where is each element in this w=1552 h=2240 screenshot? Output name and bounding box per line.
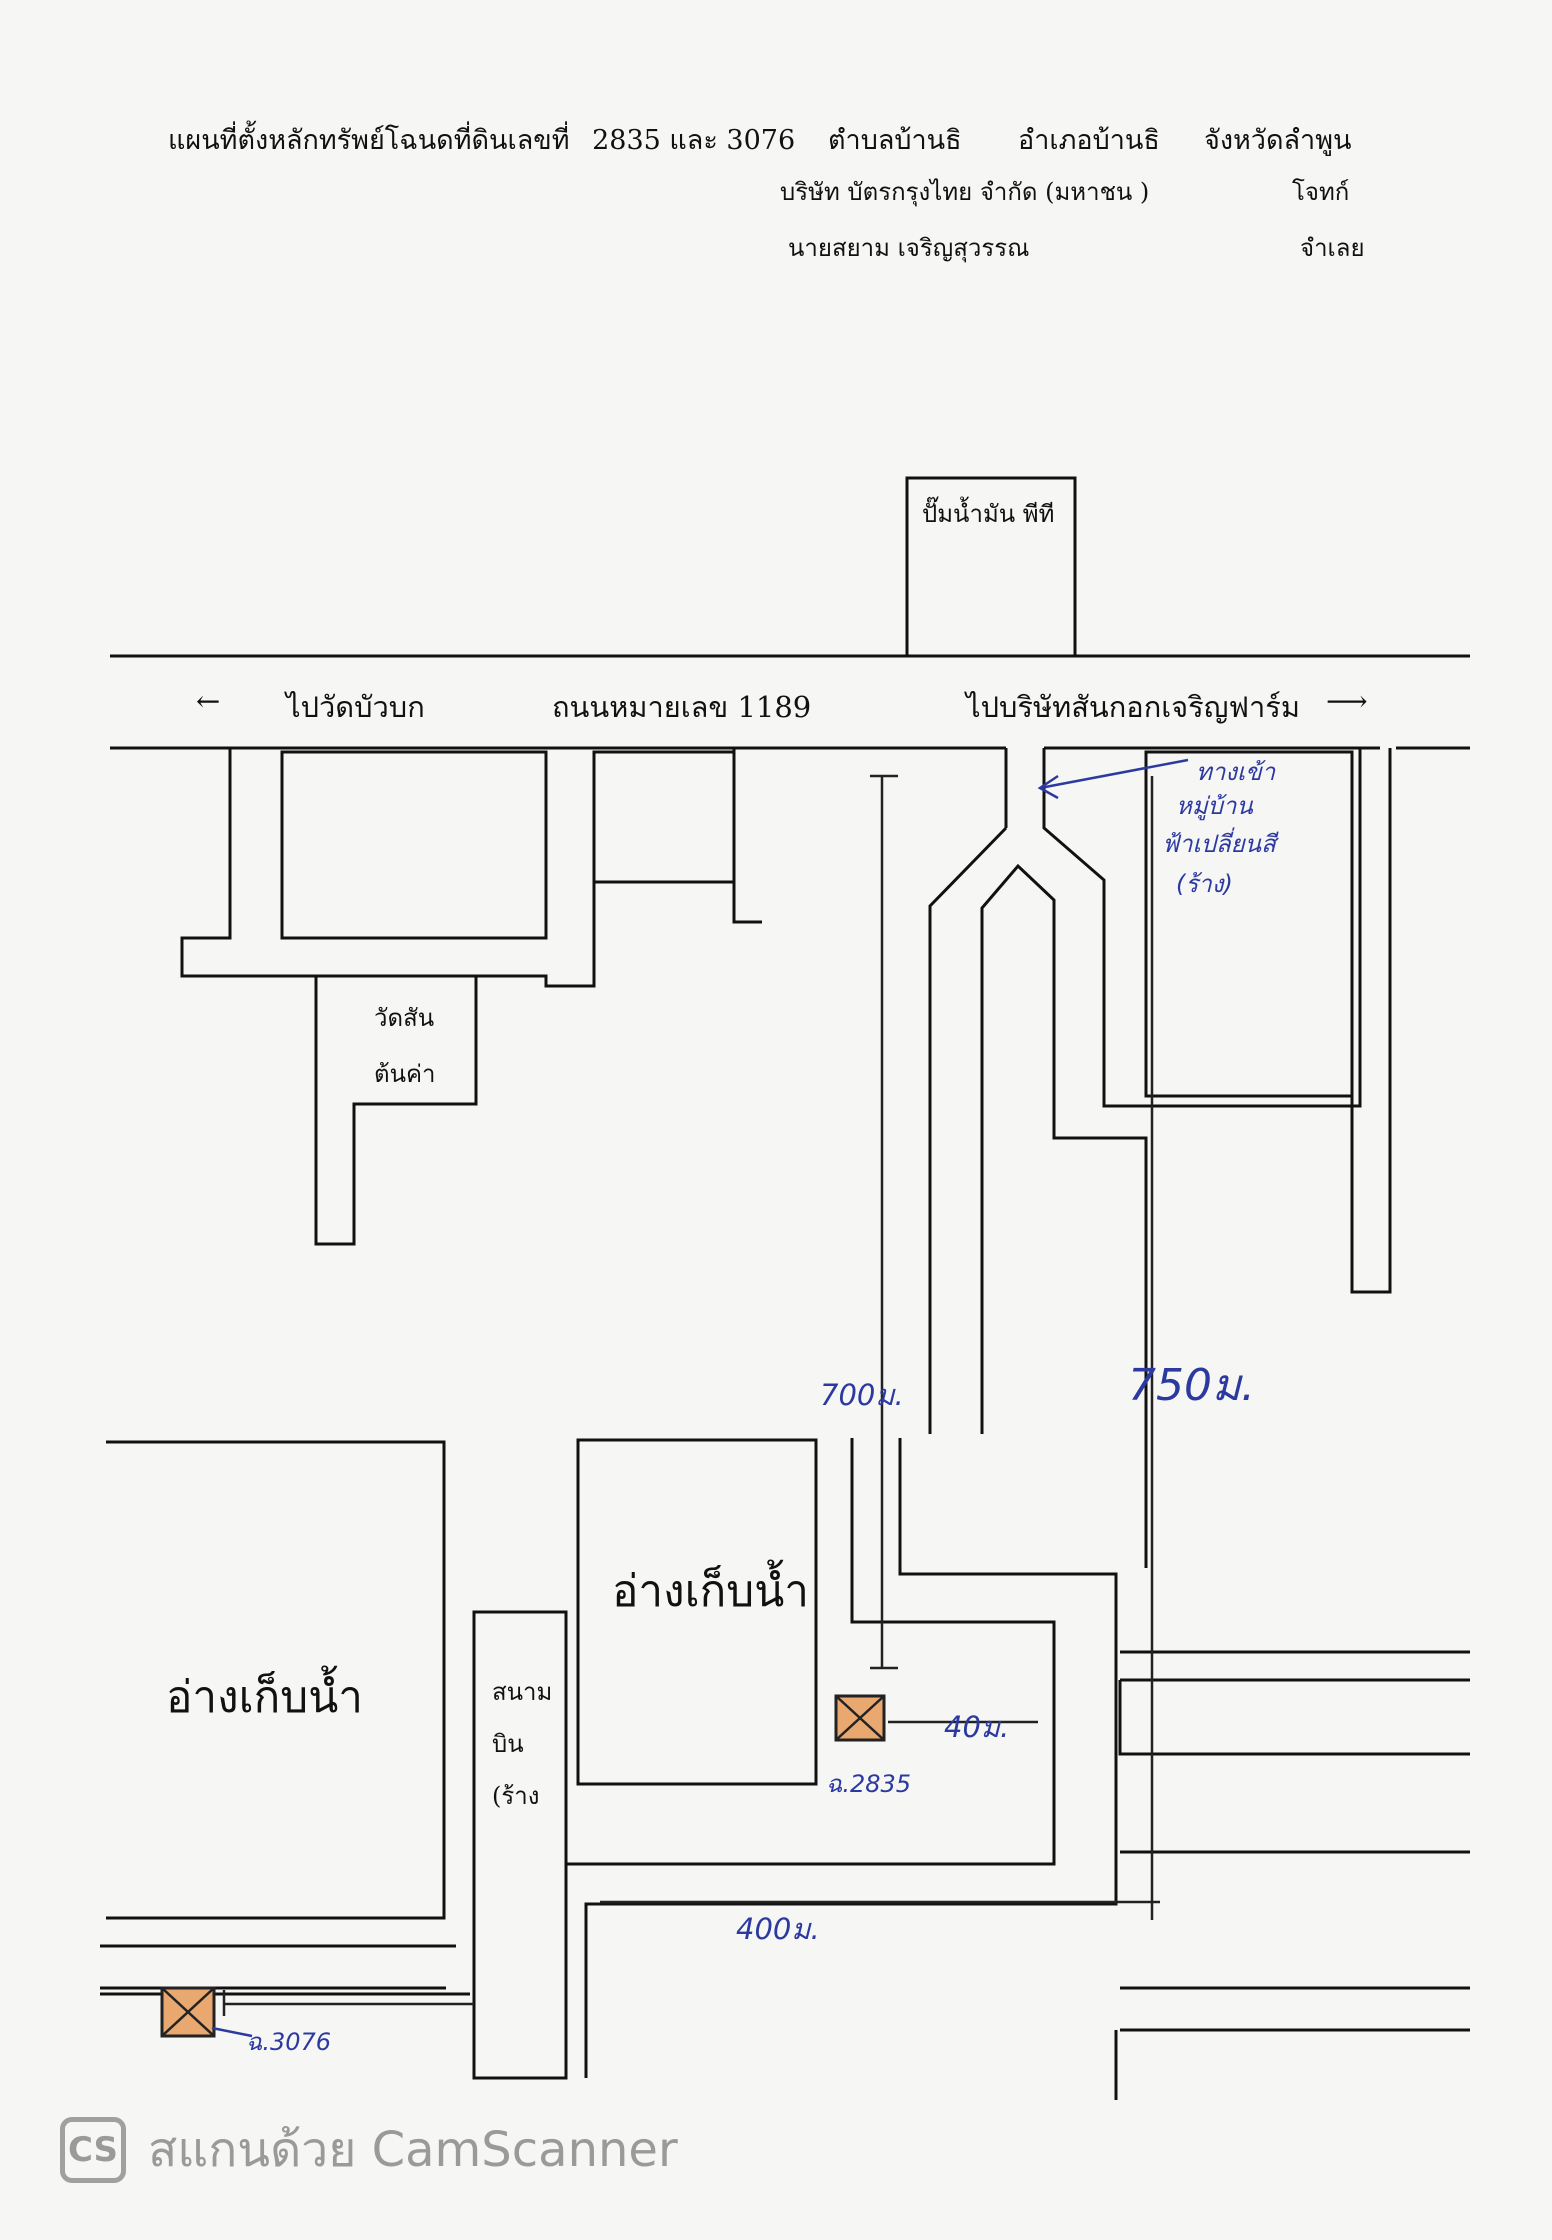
deed-3076-cross-2	[161, 1987, 215, 2037]
title-text: แผนที่ตั้งหลักทรัพย์โฉนดที่ดินเลขที่	[168, 125, 570, 156]
defendant-role: จำเลย	[1300, 234, 1365, 262]
lane-left-outline	[180, 748, 596, 988]
reservoir-left-outline	[106, 1440, 446, 1920]
plaintiff-role: โจทก์	[1292, 178, 1350, 206]
reservoir-left-label: อ่างเก็บน้ำ	[166, 1672, 364, 1723]
distance-700: 700ม.	[820, 1378, 904, 1412]
gas-station-label: ปั๊มน้ำมัน พีที	[922, 500, 1055, 528]
village-entrance-4: (ร้าง)	[1176, 870, 1233, 898]
reservoir-center	[576, 1438, 818, 1786]
plaintiff: บริษัท บัตรกรุงไทย จำกัด (มหาชน )	[780, 178, 1150, 206]
fork-inner	[980, 863, 1148, 1434]
block-right	[1144, 750, 1354, 1098]
deed-2835-cross-2	[835, 1695, 885, 1741]
block-mid	[592, 750, 736, 884]
temple-line2: ต้นค่า	[374, 1060, 436, 1088]
lower-road	[584, 1438, 1118, 2078]
fork-right	[1042, 748, 1362, 1108]
deed-3076-label: ฉ.3076	[246, 2028, 332, 2056]
deed-2835-label: ฉ.2835	[826, 1770, 912, 1798]
village-entrance-2: หมู่บ้าน	[1176, 792, 1253, 820]
deed-3076-pointer	[211, 2026, 253, 2038]
right-lane	[1350, 748, 1392, 1294]
right-road-spur	[1118, 1680, 1146, 1756]
camscanner-watermark: CS สแกนด้วย CamScanner	[60, 2112, 678, 2188]
arrow-left: ←	[196, 684, 221, 718]
camscanner-logo-icon: CS	[60, 2117, 126, 2183]
airfield-line2: บิน	[492, 1730, 524, 1758]
village-arrow	[1039, 758, 1189, 790]
reservoir-center-label: อ่างเก็บน้ำ	[612, 1566, 810, 1617]
road-left-label: ไปวัดบัวบก	[286, 690, 425, 724]
airfield-line1: สนาม	[492, 1678, 553, 1706]
airfield	[472, 1610, 568, 2080]
road-right-label: ไปบริษัทสันกอกเจริญฟาร์ม	[966, 690, 1300, 724]
defendant: นายสยาม เจริญสุวรรณ	[788, 234, 1030, 262]
road-name-label: ถนนหมายเลข 1189	[552, 690, 812, 724]
deed-numbers: 2835 และ 3076	[592, 125, 796, 156]
distance-750: 750ม.	[1128, 1360, 1255, 1411]
temple-lane	[314, 976, 478, 1246]
lower-block	[566, 1438, 1056, 1866]
block-left	[280, 750, 548, 940]
camscanner-text: สแกนด้วย CamScanner	[148, 2122, 678, 2178]
lane-mid-outline	[732, 748, 762, 924]
village-entrance-3: ฟ้าเปลี่ยนสี	[1162, 830, 1276, 858]
distance-40: 40ม.	[944, 1710, 1010, 1744]
distance-400: 400ม.	[736, 1912, 820, 1946]
temple-line1: วัดสัน	[374, 1004, 435, 1032]
arrow-right: ⟶	[1326, 684, 1368, 718]
airfield-line3: (ร้าง	[492, 1782, 540, 1810]
subdistrict: ตำบลบ้านธิ	[828, 125, 962, 156]
fork-left	[928, 826, 1008, 1434]
header-title: แผนที่ตั้งหลักทรัพย์โฉนดที่ดินเลขที่ 283…	[168, 118, 795, 161]
village-arrow-head	[1037, 774, 1059, 800]
province: จังหวัดลำพูน	[1204, 125, 1352, 156]
village-entrance-1: ทางเข้า	[1196, 758, 1276, 786]
district: อำเภอบ้านธิ	[1018, 125, 1160, 156]
